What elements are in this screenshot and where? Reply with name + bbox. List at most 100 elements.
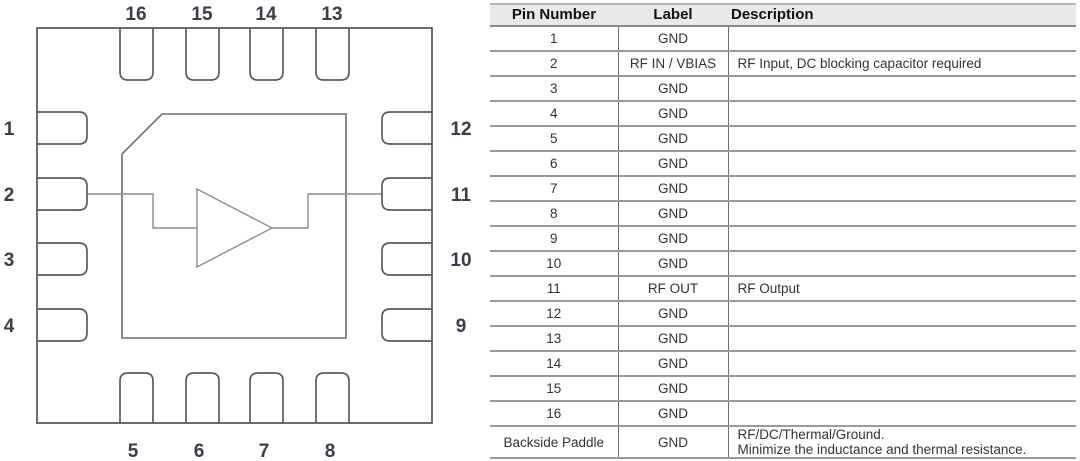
pin-pad-14 (249, 28, 284, 81)
pin-pad-13 (315, 28, 350, 81)
pin-number-cell: 15 (490, 376, 619, 402)
bottom-pin-pads (119, 372, 350, 423)
package-outline (36, 27, 433, 424)
pin-pad-8 (315, 372, 350, 423)
pin-pad-5 (119, 372, 154, 423)
pin-number-cell: 6 (490, 151, 619, 177)
pin-label-cell: GND (618, 126, 729, 152)
pin-number-cell: 11 (490, 276, 619, 302)
pin-number-cell: 4 (490, 101, 619, 127)
pin-number-label: 16 (125, 4, 146, 25)
pin-number-label: 7 (259, 441, 270, 461)
pin-number-cell: 14 (490, 351, 619, 377)
pin-label-cell: GND (618, 251, 729, 277)
pin-description-cell (728, 401, 1076, 427)
pin-description-cell (728, 151, 1076, 177)
pin-number-label: 12 (450, 119, 471, 140)
pin-number-labels: 16 15 14 13 1 2 3 4 12 11 10 9 5 6 7 8 (4, 4, 472, 461)
pin-description-cell (728, 126, 1076, 152)
pin-description-cell: RF Output (728, 276, 1076, 302)
pin-number-label: 13 (321, 4, 342, 25)
pin-number-label: 8 (325, 441, 336, 461)
pin-label-cell: GND (618, 201, 729, 227)
pin-pad-11 (381, 177, 432, 211)
pin-number-cell: 13 (490, 326, 619, 352)
pin-number-label: 10 (450, 250, 471, 271)
pin-description-cell (728, 301, 1076, 327)
pin-pad-3 (37, 242, 88, 276)
pin-description-cell (728, 176, 1076, 202)
pin-description-cell (728, 201, 1076, 227)
pin-label-cell: GND (618, 26, 729, 52)
pin-number-label: 3 (4, 250, 15, 271)
pin-number-cell: 7 (490, 176, 619, 202)
table-header-row: Pin Number Label Description (490, 3, 1076, 27)
pin-number-label: 1 (4, 119, 15, 140)
pin-number-cell: Backside Paddle (490, 426, 619, 459)
pin-label-cell: GND (618, 351, 729, 377)
pin-pad-12 (381, 111, 432, 145)
pin-number-cell: 16 (490, 401, 619, 427)
pin-pad-16 (119, 28, 154, 81)
pin-number-cell: 2 (490, 51, 619, 77)
pin-number-label: 6 (194, 441, 205, 461)
top-pin-pads (119, 28, 350, 81)
pin-number-label: 11 (451, 185, 472, 206)
die-outline (121, 113, 347, 339)
pin-number-label: 9 (456, 316, 467, 337)
header-description: Description (728, 3, 1076, 27)
pin-label-cell: GND (618, 76, 729, 102)
pin-label-cell: GND (618, 401, 729, 427)
header-label: Label (618, 3, 728, 27)
pin-label-cell: GND (618, 326, 729, 352)
pin-number-cell: 12 (490, 301, 619, 327)
pin-label-cell: GND (618, 101, 729, 127)
pin-label-cell: RF OUT (618, 276, 729, 302)
pin-description-cell: RF Input, DC blocking capacitor required (728, 51, 1076, 77)
pin-number-cell: 5 (490, 126, 619, 152)
pin-number-label: 15 (191, 4, 213, 25)
pin-pad-4 (37, 308, 88, 342)
pin-number-cell: 3 (490, 76, 619, 102)
pin-pad-10 (381, 242, 432, 276)
pin-description-cell (728, 376, 1076, 402)
pin-label-cell: GND (618, 151, 729, 177)
pin-description-cell (728, 326, 1076, 352)
pin-number-cell: 10 (490, 251, 619, 277)
pin-pad-2 (37, 177, 88, 211)
qfn-package-drawing: 16 15 14 13 1 2 3 4 12 11 10 9 5 6 7 8 (4, 4, 472, 461)
pin-number-label: 2 (4, 185, 15, 206)
pin-number-label: 4 (4, 316, 15, 337)
pin-label-cell: GND (618, 176, 729, 202)
pin-pad-1 (37, 111, 88, 145)
pin-description-cell (728, 26, 1076, 52)
pin-label-cell: GND (618, 226, 729, 252)
pin-pad-15 (185, 28, 220, 81)
pin-number-cell: 8 (490, 201, 619, 227)
pin-number-label: 14 (255, 4, 277, 25)
amplifier-symbol (196, 187, 274, 269)
input-trace (87, 193, 197, 229)
left-pin-pads (37, 111, 88, 342)
pin-label-cell: GND (618, 426, 729, 459)
pin-description-cell (728, 76, 1076, 102)
pin-pad-6 (185, 372, 220, 423)
right-pin-pads (381, 111, 432, 342)
